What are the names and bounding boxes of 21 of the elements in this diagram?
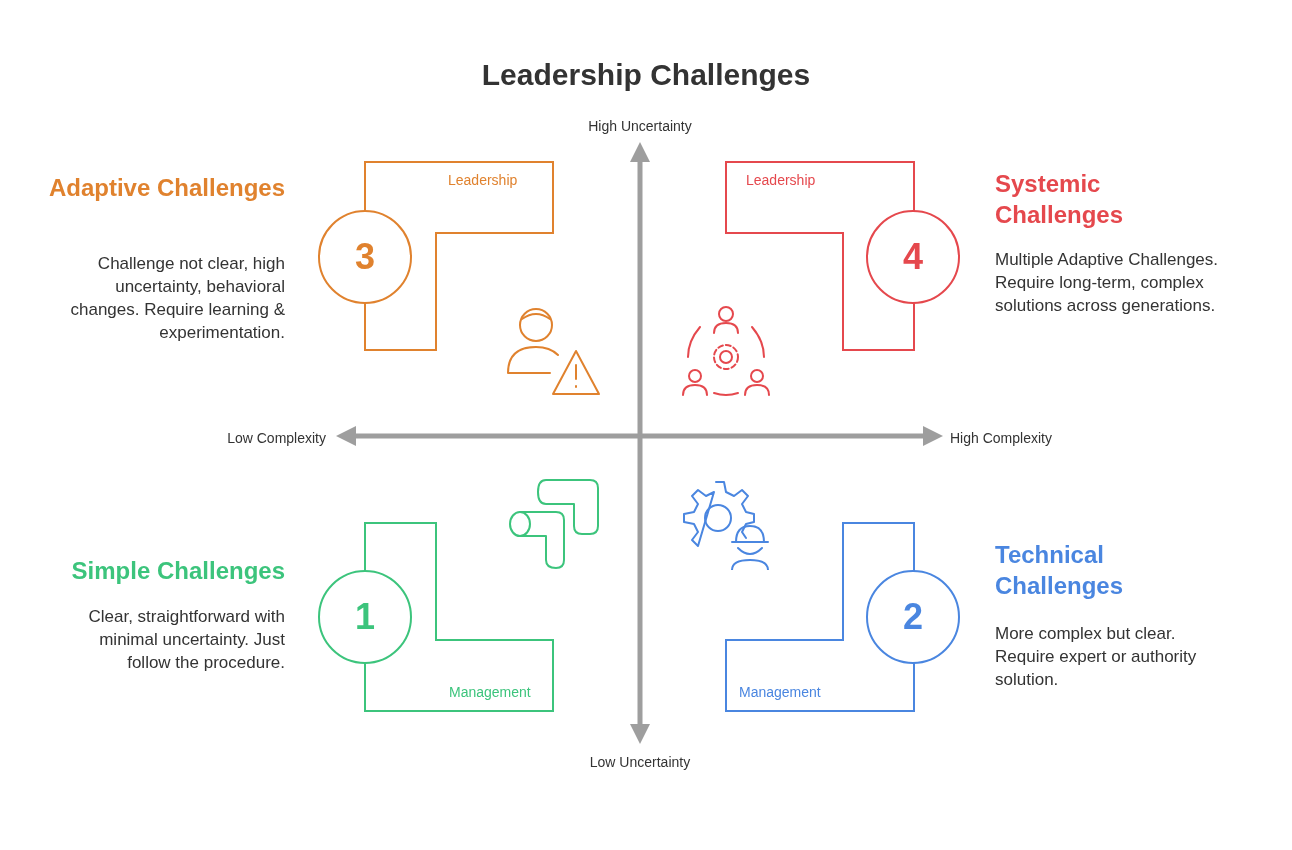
- frame-label: Leadership: [746, 172, 816, 188]
- axis-label: Low Complexity: [227, 430, 326, 446]
- axis-label: High Uncertainty: [588, 118, 692, 134]
- quadrant-heading: Simple Challenges: [70, 556, 285, 586]
- quadrant-heading: Adaptive Challenges: [47, 173, 285, 203]
- number-circle: 4: [866, 210, 960, 304]
- frame-label: Management: [739, 684, 821, 700]
- number-circle: 3: [318, 210, 412, 304]
- quadrant-description: Challenge not clear, high uncertainty, behavioral changes. Require learning & experimentation.: [69, 253, 285, 344]
- frame-label: Leadership: [448, 172, 518, 188]
- number-circle: 1: [318, 570, 412, 664]
- axis-label: Low Uncertainty: [589, 754, 691, 770]
- quadrant-heading: Systemic Challenges: [995, 169, 1125, 230]
- axis-label: High Complexity: [950, 430, 1052, 446]
- frame-label: Management: [449, 684, 531, 700]
- quadrant-description: Clear, straightforward with minimal uncertainty. Just follow the procedure.: [87, 606, 285, 674]
- quadrant-description: More complex but clear. Require expert or authority solution.: [995, 623, 1198, 691]
- quadrant-heading: Technical Challenges: [995, 540, 1125, 601]
- number-circle: 2: [866, 570, 960, 664]
- quadrant-description: Multiple Adaptive Challenges. Require long-term, complex solutions across generations.: [995, 249, 1220, 317]
- title: Leadership Challenges: [480, 58, 812, 92]
